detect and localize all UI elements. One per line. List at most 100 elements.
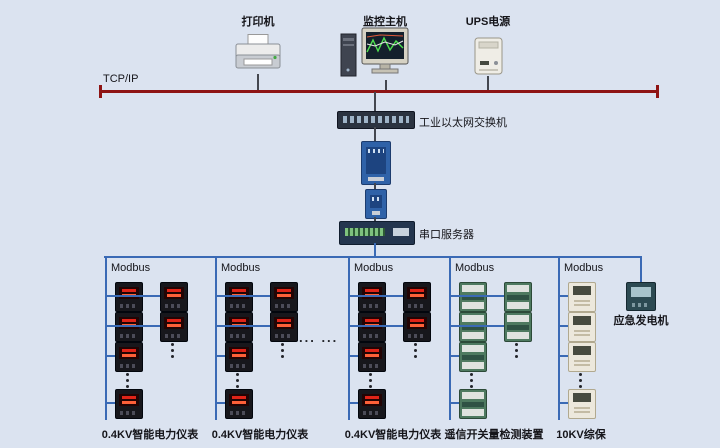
branch-connector-line: [558, 295, 568, 297]
branch-line: [558, 256, 560, 420]
branch-connector-line: [449, 355, 459, 357]
branch-line: [348, 256, 350, 420]
ups-drop-line: [487, 76, 489, 91]
io-module-icon: [504, 282, 532, 312]
ellipsis-vertical-icon: [171, 342, 174, 357]
converter-panel: [370, 195, 382, 208]
serial-server-label: 串口服务器: [419, 229, 474, 241]
power-meter-icon: [358, 282, 386, 312]
protection-relay-icon: [568, 312, 596, 342]
io-module-icon: [459, 389, 487, 419]
converter-link-line: [374, 183, 376, 190]
power-meter-icon: [225, 389, 253, 419]
converter-jack: [368, 177, 384, 181]
emergency-generator-label: 应急发电机: [613, 315, 669, 327]
modbus-label: Modbus: [111, 262, 151, 274]
branch-connector-line: [348, 402, 358, 404]
branch-connector-line: [105, 402, 115, 404]
printer-icon: [232, 34, 284, 74]
branch-connector-line: [449, 325, 504, 327]
modbus-branch-2: Modbus 0.4KV智能电力仪表: [212, 256, 325, 444]
printer-drop-line: [257, 74, 259, 91]
media-converter-small-icon: [365, 189, 387, 219]
printer-label: 打印机: [241, 16, 275, 28]
branch-connector-line: [348, 325, 403, 327]
tcp-bus-left-cap: [99, 85, 102, 98]
branch-line: [215, 256, 217, 420]
branch-connector-line: [105, 325, 160, 327]
modbus-label: Modbus: [455, 262, 495, 274]
power-meter-icon: [160, 282, 188, 312]
ellipsis-vertical-icon: [236, 372, 239, 387]
modbus-branch-5: Modbus 10KV综保: [556, 256, 668, 444]
branch-connector-line: [558, 402, 568, 404]
emergency-generator-icon: [626, 282, 656, 311]
switch-to-converter-line: [374, 127, 376, 142]
converter-jack: [372, 211, 380, 215]
ellipsis-vertical-icon: [369, 372, 372, 387]
tcp-ip-bus-line: [100, 90, 658, 93]
io-module-icon: [459, 312, 487, 342]
converter-to-server-line: [374, 217, 376, 222]
ethernet-switch-label: 工业以太网交换机: [419, 117, 507, 129]
power-meter-icon: [225, 312, 253, 342]
power-meter-icon: [115, 389, 143, 419]
power-meter-icon: [115, 312, 143, 342]
ellipsis-vertical-icon: [126, 372, 129, 387]
branch-connector-line: [558, 355, 568, 357]
switch-ports: [343, 116, 409, 123]
branch-connector-line: [348, 355, 358, 357]
serial-server-icon: [339, 221, 415, 245]
branch-label: 遥信开关量检测装置: [444, 429, 544, 441]
ellipsis-horizontal: ... ...: [299, 330, 339, 345]
power-meter-icon: [358, 342, 386, 372]
host-drop-line: [385, 80, 387, 91]
modbus-branch-3: Modbus 0.4KV智能电力仪表: [345, 256, 458, 444]
converter-panel: [366, 147, 386, 174]
io-module-icon: [459, 282, 487, 312]
server-to-bus-line: [374, 243, 376, 257]
modbus-label: Modbus: [221, 262, 261, 274]
power-meter-icon: [358, 312, 386, 342]
power-meter-icon: [270, 312, 298, 342]
ellipsis-vertical-icon: [579, 372, 582, 387]
generator-drop-line: [640, 256, 642, 283]
ellipsis-vertical-icon: [470, 372, 473, 387]
tcp-bus-right-cap: [656, 85, 659, 98]
protection-relay-icon: [568, 282, 596, 312]
ethernet-switch-icon: [337, 111, 415, 129]
power-meter-icon: [403, 312, 431, 342]
power-meter-icon: [270, 282, 298, 312]
branch-connector-line: [105, 295, 160, 297]
protection-relay-icon: [568, 389, 596, 419]
power-meter-icon: [225, 282, 253, 312]
monitor-host-label: 监控主机: [363, 16, 407, 28]
modbus-branch-4: Modbus 遥信开关量检测装置: [445, 256, 559, 444]
power-meter-icon: [115, 342, 143, 372]
tcp-ip-label: TCP/IP: [103, 73, 139, 85]
io-module-icon: [504, 312, 532, 342]
modbus-branch-1: Modbus 0.4KV智能电力仪表: [102, 256, 215, 444]
protection-relay-icon: [568, 342, 596, 372]
branch-connector-line: [215, 325, 270, 327]
branch-connector-line: [558, 325, 568, 327]
branch-label: 0.4KV智能电力仪表: [101, 429, 199, 441]
branch-line: [449, 256, 451, 420]
server-tag: [393, 228, 409, 236]
ellipsis-vertical-icon: [281, 342, 284, 357]
modbus-label: Modbus: [354, 262, 394, 274]
power-meter-icon: [160, 312, 188, 342]
branch-connector-line: [449, 402, 459, 404]
power-meter-icon: [225, 342, 253, 372]
branch-label: 10KV综保: [556, 429, 606, 441]
modbus-bus-line: [104, 256, 642, 258]
branch-line: [105, 256, 107, 420]
power-meter-icon: [358, 389, 386, 419]
branch-label: 0.4KV智能电力仪表: [211, 429, 309, 441]
ellipsis-vertical-icon: [515, 342, 518, 357]
branch-connector-line: [215, 402, 225, 404]
branch-label: 0.4KV智能电力仪表: [344, 429, 442, 441]
ups-label: UPS电源: [465, 16, 511, 28]
power-meter-icon: [403, 282, 431, 312]
